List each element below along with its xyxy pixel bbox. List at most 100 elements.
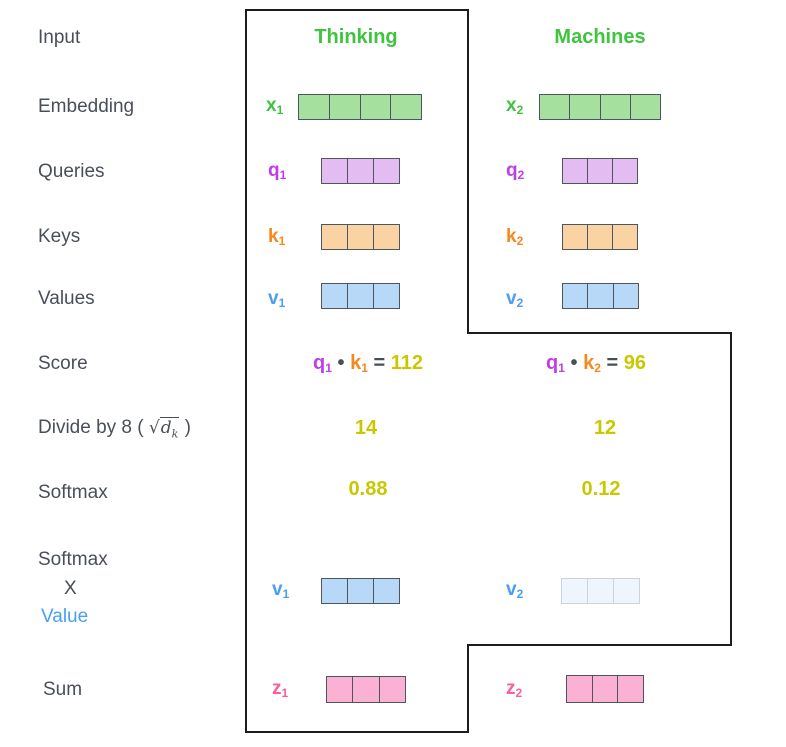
vector-cell: [299, 95, 329, 119]
x2-base: x: [506, 95, 517, 116]
vector-cell: [328, 95, 360, 119]
vector-cell: [591, 676, 618, 702]
vector-x2: [539, 94, 661, 120]
vector-cell: [378, 677, 405, 702]
row-label-divide-by-8: Divide by 8 ( √dk ): [38, 417, 191, 440]
vector-k2: [562, 224, 638, 250]
divide-value-thinking: 14: [354, 417, 378, 439]
vector-cell: [373, 579, 399, 603]
vector-cell: [563, 159, 587, 183]
x2-sub: 2: [516, 103, 524, 117]
divide-value-machines: 12: [593, 417, 617, 439]
vector-cell: [373, 225, 399, 249]
sqrt-dk-math: √dk: [149, 417, 180, 440]
vector-cell: [612, 159, 637, 183]
score2-value: 96: [623, 352, 646, 374]
v2w-base: v: [506, 579, 517, 600]
vector-label-z2: z2: [506, 678, 522, 700]
v1-sub: 1: [278, 296, 286, 310]
row-label-softmax: Softmax: [38, 482, 108, 503]
outline-polygon: [245, 9, 732, 733]
divide-suffix: ): [184, 417, 191, 438]
vector-cell: [327, 677, 352, 702]
softmax-value-machines: 0.12: [581, 478, 621, 500]
row-label-values: Values: [38, 288, 95, 309]
vector-cell: [567, 676, 592, 702]
vector-label-x2: x2: [506, 95, 523, 117]
vector-cell: [322, 159, 347, 183]
vector-cell: [390, 95, 421, 119]
vector-cell: [587, 284, 612, 308]
vector-z1: [326, 676, 406, 703]
v2-base: v: [506, 288, 517, 309]
vector-v2: [562, 283, 639, 309]
vector-cell: [322, 225, 347, 249]
score1-k: k1: [350, 352, 368, 375]
vector-v1-weighted: [321, 578, 400, 604]
vector-cell: [599, 95, 630, 119]
v1-base: v: [268, 288, 279, 309]
row-label-input: Input: [38, 27, 81, 48]
row-label-queries: Queries: [38, 161, 105, 182]
k1-base: k: [268, 226, 279, 247]
dk-base: d: [160, 418, 172, 438]
dk-radicand: dk: [159, 417, 180, 440]
v1w-base: v: [272, 579, 283, 600]
vector-cell: [629, 95, 660, 119]
row-label-softmax-x-value-line3: Value: [41, 606, 89, 627]
vector-cell: [563, 225, 587, 249]
score2-q: q1: [546, 352, 565, 375]
z1-sub: 1: [281, 686, 289, 700]
vector-cell: [587, 579, 613, 603]
vector-x1: [298, 94, 422, 120]
vector-v2-weighted-faded: [561, 578, 640, 604]
column-header-machines: Machines: [554, 26, 646, 48]
x1-base: x: [266, 95, 277, 116]
vector-cell: [352, 677, 378, 702]
q1-sub: 1: [279, 168, 287, 182]
q2-sub: 2: [517, 168, 525, 182]
score-equation-thinking: q1 • k1 = 112: [268, 352, 468, 375]
v2-sub: 2: [516, 296, 524, 310]
equals-sign: =: [373, 352, 386, 374]
vector-cell: [359, 95, 391, 119]
score2-k: k2: [583, 352, 601, 375]
k2-sub: 2: [516, 234, 524, 248]
equals-sign: =: [606, 352, 619, 374]
z1-base: z: [272, 678, 282, 699]
q2-base: q: [506, 160, 518, 181]
z2-sub: 2: [515, 686, 523, 700]
vector-label-z1: z1: [272, 678, 288, 700]
vector-cell: [617, 676, 643, 702]
v1w-sub: 1: [282, 587, 290, 601]
vector-cell: [373, 159, 399, 183]
divide-prefix: Divide by 8 (: [38, 417, 144, 438]
row-label-sum: Sum: [43, 679, 83, 700]
vector-cell: [562, 579, 587, 603]
vector-cell: [322, 284, 347, 308]
vector-cell: [373, 284, 399, 308]
vector-z2: [566, 675, 644, 703]
score-equation-machines: q1 • k2 = 96: [496, 352, 696, 375]
score1-value: 112: [390, 352, 423, 374]
vector-label-k2: k2: [506, 226, 523, 248]
row-label-softmax-x-value-line1: Softmax: [38, 549, 108, 570]
vector-cell: [569, 95, 599, 119]
vector-q2: [562, 158, 638, 184]
vector-cell: [613, 579, 639, 603]
k2-base: k: [506, 226, 517, 247]
vector-label-v2-weighted: v2: [506, 579, 523, 601]
dot-operator: •: [337, 352, 345, 374]
dot-operator: •: [570, 352, 578, 374]
vector-label-k1: k1: [268, 226, 285, 248]
vector-cell: [540, 95, 569, 119]
vector-label-q2: q2: [506, 160, 524, 182]
score1-q: q1: [313, 352, 332, 375]
vector-cell: [612, 284, 638, 308]
vector-cell: [347, 159, 373, 183]
vector-cell: [347, 284, 373, 308]
vector-v1: [321, 283, 400, 309]
vector-k1: [321, 224, 400, 250]
